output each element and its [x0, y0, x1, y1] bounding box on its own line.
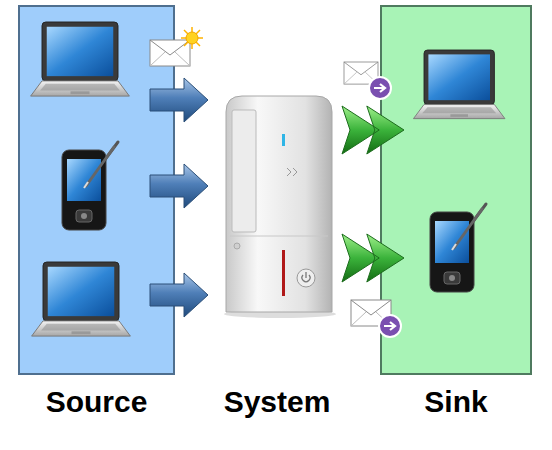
mail-envelope: [351, 300, 401, 337]
system-server: System: [208, 95, 346, 315]
node-label: System: [208, 385, 346, 419]
flow-arrow: [342, 234, 404, 282]
pda-icon: [62, 142, 118, 230]
server-tower: [224, 96, 336, 318]
flow-arrow: [150, 164, 208, 208]
node-label: Source: [20, 385, 173, 419]
flow-arrow: [342, 106, 404, 154]
sink-panel: Sink: [380, 5, 532, 375]
mail-envelope: [150, 27, 203, 66]
mail-envelope: [344, 62, 391, 99]
flow-arrow: [150, 78, 208, 122]
laptop-icon: [32, 262, 131, 336]
laptop-icon: [413, 50, 505, 119]
laptop-icon: [31, 22, 130, 96]
node-label: Sink: [382, 385, 530, 419]
flow-arrow: [150, 273, 208, 317]
pda-icon: [430, 204, 486, 292]
source-panel: Source: [18, 5, 175, 375]
